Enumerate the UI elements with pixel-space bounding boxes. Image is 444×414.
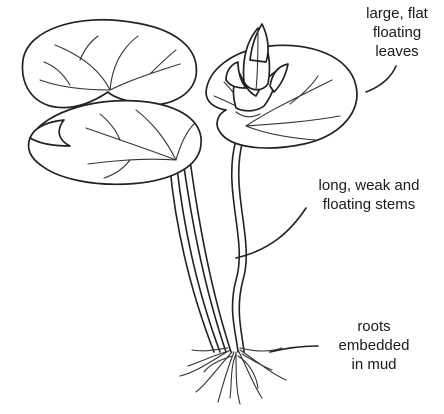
roots [180, 348, 286, 404]
stems-left [170, 160, 231, 352]
label-stems-line-1: long, weak and [296, 176, 442, 195]
label-leaves-line-2: floating [352, 23, 442, 42]
label-leaves-line-3: leaves [352, 42, 442, 61]
label-roots: roots embedded in mud [326, 317, 422, 374]
label-leaves-line-1: large, flat [352, 4, 442, 23]
label-leaves: large, flat floating leaves [352, 4, 442, 61]
label-stems-line-2: floating stems [296, 195, 442, 214]
stem-right [232, 140, 247, 352]
leaf-right [206, 45, 357, 148]
label-roots-line-1: roots [326, 317, 422, 336]
leaf-upper-left [22, 20, 196, 108]
label-stems: long, weak and floating stems [296, 176, 442, 214]
label-roots-line-3: in mud [326, 355, 422, 374]
leaf-lower-left [29, 101, 202, 185]
label-roots-line-2: embedded [326, 336, 422, 355]
